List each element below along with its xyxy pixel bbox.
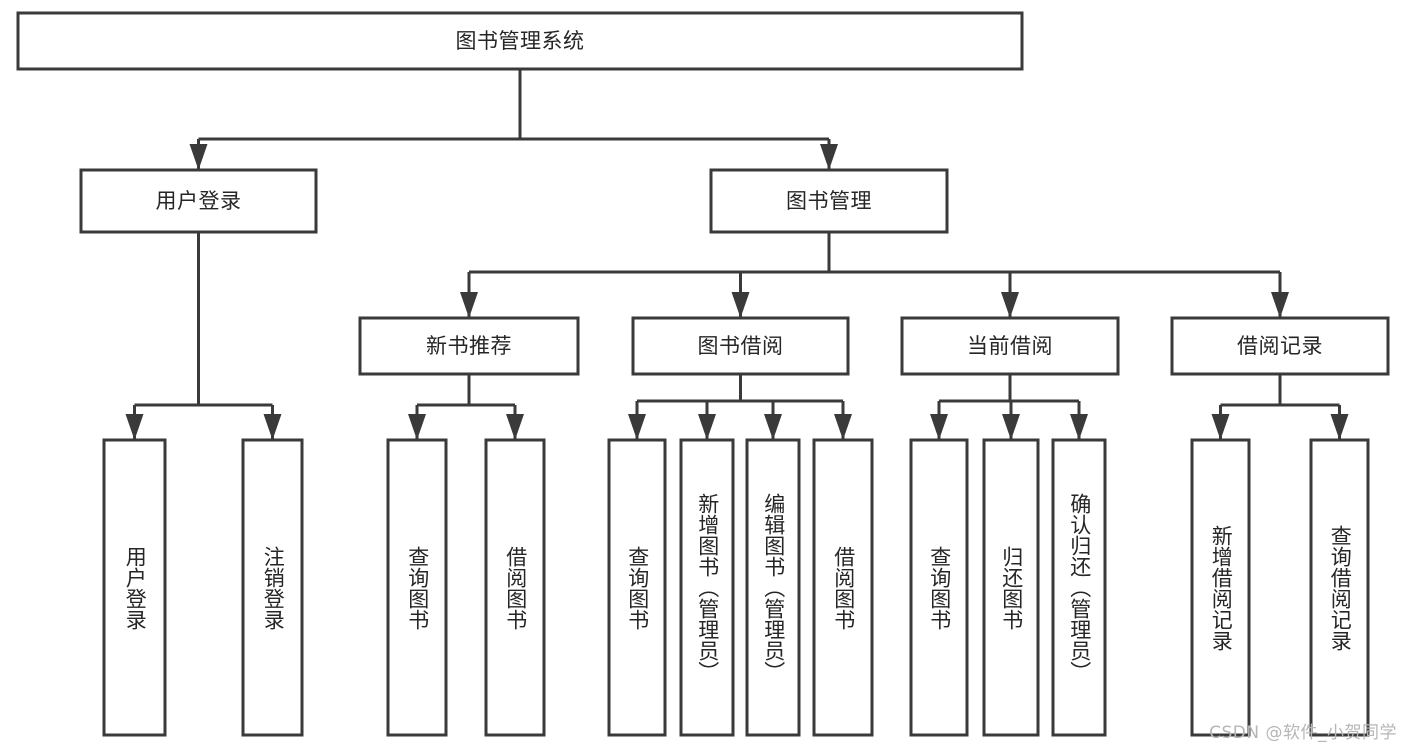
node-box-leaf-edit-book[interactable]	[745, 438, 801, 737]
watermark-label: CSDN @软件_小贺同学	[1209, 723, 1397, 743]
node-box-user-login[interactable]	[79, 168, 318, 234]
node-box-leaf-add-book[interactable]	[679, 438, 735, 737]
arrow-head-icon	[189, 144, 208, 170]
arrow-head-icon	[408, 414, 426, 440]
arrow-head-icon	[460, 292, 478, 318]
arrow-head-icon	[930, 414, 948, 440]
arrow-head-icon	[698, 414, 716, 440]
connectors-layer	[125, 69, 1349, 440]
arrow-head-icon	[1070, 414, 1088, 440]
arrow-head-icon	[506, 414, 524, 440]
arrow-head-icon	[125, 414, 144, 440]
node-box-leaf-borrow-book-1[interactable]	[484, 438, 546, 737]
arrow-head-icon	[628, 414, 646, 440]
node-box-book-manage[interactable]	[709, 168, 949, 234]
arrow-head-icon	[764, 414, 782, 440]
node-box-current-borrow[interactable]	[900, 316, 1120, 376]
arrow-head-icon	[1211, 414, 1230, 440]
arrow-head-icon	[834, 414, 852, 440]
node-box-leaf-confirm-return[interactable]	[1051, 438, 1107, 737]
node-box-leaf-query-book-1[interactable]	[386, 438, 448, 737]
arrow-head-icon	[263, 414, 282, 440]
arrow-head-icon	[820, 144, 838, 170]
node-box-root[interactable]	[16, 11, 1024, 71]
arrow-head-icon	[1002, 414, 1020, 440]
node-box-leaf-query-book-2[interactable]	[607, 438, 667, 737]
node-box-leaf-return-book[interactable]	[982, 438, 1040, 737]
node-box-book-borrow[interactable]	[631, 316, 850, 376]
arrow-head-icon	[1330, 414, 1349, 440]
node-box-leaf-query-record[interactable]	[1309, 438, 1370, 737]
node-box-leaf-add-record[interactable]	[1190, 438, 1251, 737]
arrow-head-icon	[1271, 292, 1289, 318]
node-box-borrow-record[interactable]	[1170, 316, 1390, 376]
node-box-leaf-borrow-book-2[interactable]	[812, 438, 874, 737]
arrow-head-icon	[731, 292, 750, 318]
node-box-leaf-query-book-3[interactable]	[909, 438, 969, 737]
arrow-head-icon	[1001, 292, 1019, 318]
node-box-leaf-user-login[interactable]	[102, 438, 167, 737]
node-box-leaf-logout[interactable]	[241, 438, 304, 737]
boxes-layer	[16, 11, 1390, 737]
node-box-new-book-rec[interactable]	[358, 316, 580, 376]
